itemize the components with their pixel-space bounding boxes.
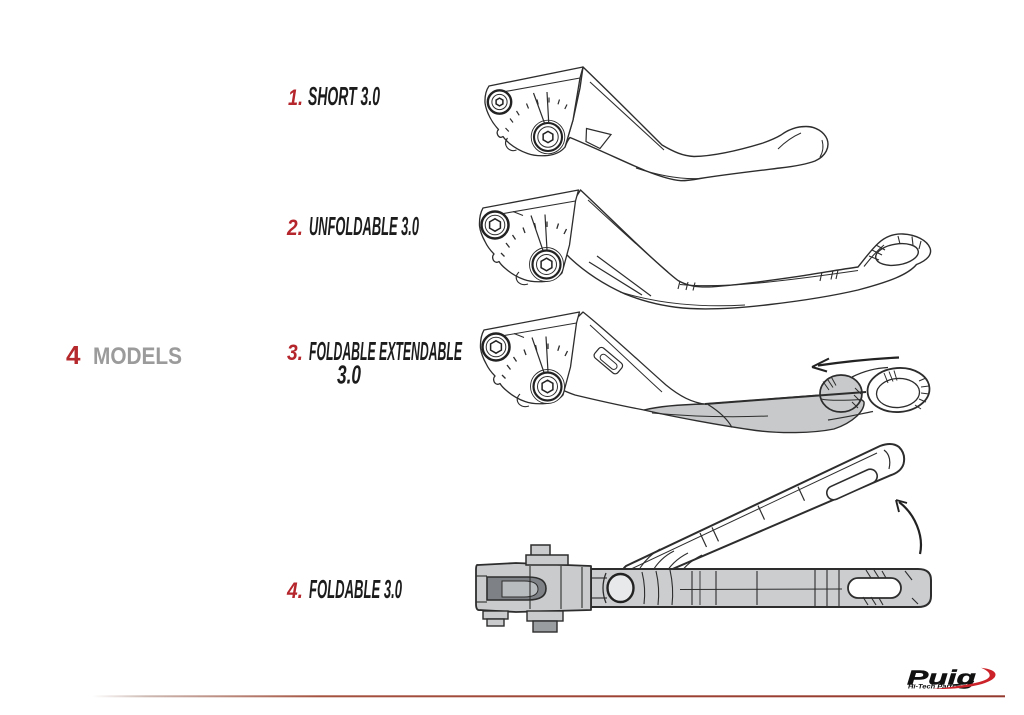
svg-text:3.: 3. (287, 340, 303, 365)
svg-text:1.: 1. (288, 85, 303, 110)
svg-text:3.0: 3.0 (337, 360, 361, 390)
svg-text:FOLDABLE EXTENDABLE: FOLDABLE EXTENDABLE (309, 336, 462, 366)
svg-text:FOLDABLE 3.0: FOLDABLE 3.0 (309, 574, 402, 604)
svg-text:UNFOLDABLE 3.0: UNFOLDABLE 3.0 (309, 211, 419, 241)
svg-text:4.: 4. (286, 578, 303, 603)
svg-text:MODELS: MODELS (93, 343, 182, 370)
svg-text:Hi-Tech Parts: Hi-Tech Parts (908, 685, 957, 691)
svg-text:SHORT 3.0: SHORT 3.0 (308, 81, 380, 111)
svg-text:2.: 2. (286, 215, 303, 240)
svg-text:4: 4 (66, 340, 81, 370)
